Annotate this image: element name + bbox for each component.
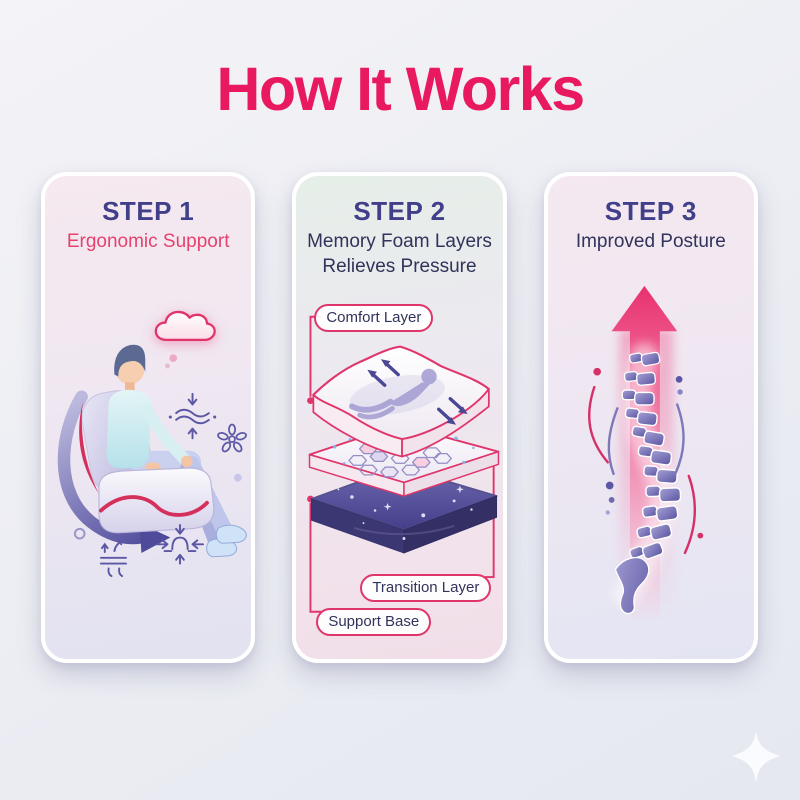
transition-layer-shape — [308, 423, 500, 497]
accent-curves — [587, 367, 703, 555]
step-2-subtitle: Memory Foam Layers Relieves Pressure — [307, 231, 492, 277]
body-imprint — [349, 368, 438, 420]
step-1-subtitle: Ergonomic Support — [66, 231, 230, 252]
steps-row: STEP 1 Ergonomic Support — [41, 172, 758, 663]
decor-circle-filled — [233, 473, 242, 482]
flower-icon — [217, 423, 247, 453]
transition-layer-label: Transition Layer — [360, 574, 492, 602]
seat-cushion — [98, 467, 215, 534]
decor-circle-outline — [73, 527, 86, 540]
page-title: How It Works — [216, 55, 585, 123]
step-card-1: STEP 1 Ergonomic Support — [41, 172, 256, 663]
sacrum — [614, 556, 650, 615]
step-3-label: STEP 3 — [604, 196, 697, 226]
support-base-shape — [310, 466, 498, 554]
spine-illustration — [614, 349, 682, 615]
step-3-subtitle: Improved Posture — [575, 231, 726, 252]
improved-posture-illustration — [587, 285, 703, 619]
airflow-icon — [99, 539, 127, 578]
pressure-point-icon — [155, 524, 205, 565]
step-1-label: STEP 1 — [102, 196, 195, 226]
comfort-layer-label: Comfort Layer — [314, 304, 434, 332]
step-card-2: Comfort Layer Transition Layer Support B… — [292, 172, 507, 663]
compression-waves-icon — [168, 392, 217, 440]
support-base-label: Support Base — [316, 608, 432, 636]
ergonomic-support-illustration — [57, 310, 247, 578]
step-card-3: STEP 3 Improved Posture — [543, 172, 758, 663]
mattress-layers-illustration — [307, 315, 500, 613]
thought-cloud-icon — [154, 310, 216, 369]
pressure-arrows — [367, 359, 468, 425]
comfort-layer-shape — [312, 345, 491, 458]
step-2-label: STEP 2 — [353, 196, 446, 226]
sparkle-icon — [732, 731, 780, 783]
